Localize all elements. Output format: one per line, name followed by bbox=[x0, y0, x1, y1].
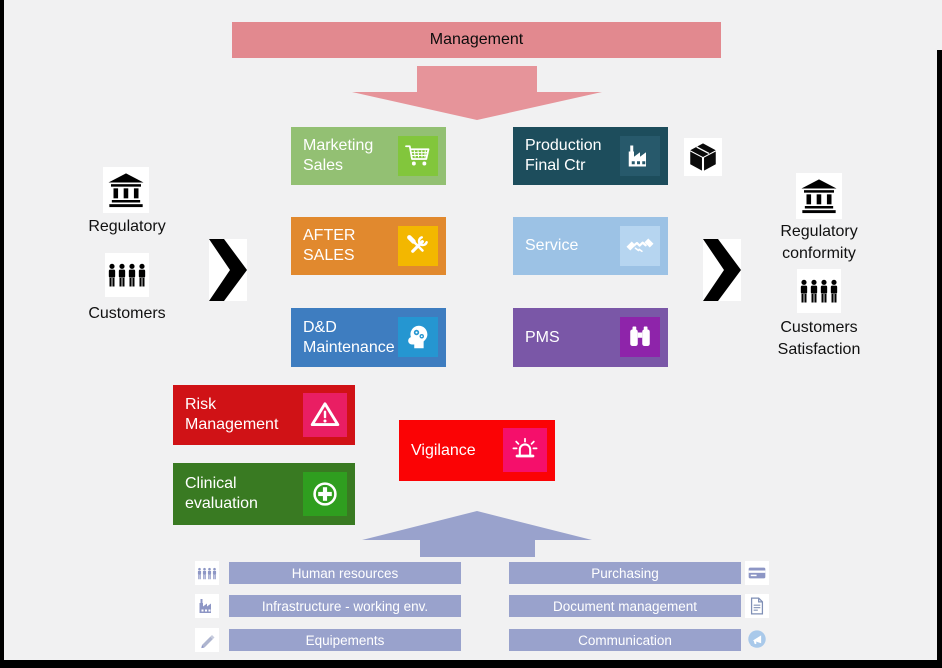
frame-right bbox=[937, 50, 942, 668]
production-icon-tile bbox=[620, 136, 660, 176]
package-icon-tile bbox=[684, 138, 722, 176]
purchasing-icon-tile bbox=[745, 561, 769, 585]
people-icon bbox=[108, 263, 146, 287]
medical-plus-icon bbox=[313, 482, 337, 506]
communication-icon-tile bbox=[746, 629, 768, 651]
vigilance-icon-tile bbox=[503, 428, 547, 472]
document-management-bar: Document management bbox=[509, 595, 741, 617]
package-icon bbox=[690, 143, 716, 171]
bank-icon bbox=[801, 179, 837, 214]
dd-maintenance-label: D&D Maintenance bbox=[303, 318, 395, 356]
equipements-icon-tile bbox=[195, 628, 219, 652]
people-icon bbox=[197, 567, 217, 579]
infrastructure-icon-tile bbox=[195, 594, 219, 618]
regulatory-input-label: Regulatory bbox=[88, 218, 166, 235]
clinical-evaluation-label: Clinical evaluation bbox=[185, 475, 258, 512]
marketing-sales-box: Marketing Sales bbox=[291, 127, 446, 185]
document-icon-tile bbox=[745, 594, 769, 618]
pms-icon-tile bbox=[620, 317, 660, 357]
customers-satisfaction-label: Customers Satisfaction bbox=[777, 319, 861, 358]
customers-input-icon-tile bbox=[105, 253, 149, 297]
document-icon bbox=[750, 597, 764, 615]
vigilance-label: Vigilance bbox=[411, 441, 476, 459]
head-gears-icon bbox=[408, 325, 428, 349]
equipements-label: Equipements bbox=[305, 632, 385, 648]
clinical-icon-tile bbox=[303, 472, 347, 516]
human-resources-bar: Human resources bbox=[229, 562, 461, 584]
shopping-cart-icon bbox=[405, 145, 430, 166]
service-label: Service bbox=[525, 237, 579, 255]
pencil-icon bbox=[201, 635, 215, 649]
vigilance-box: Vigilance bbox=[399, 420, 555, 481]
customers-output-icon-tile bbox=[797, 269, 841, 313]
factory-icon bbox=[199, 599, 211, 613]
service-icon-tile bbox=[620, 226, 660, 266]
frame-bottom bbox=[0, 660, 942, 668]
credit-card-icon bbox=[748, 567, 766, 579]
chevron-right-icon bbox=[703, 239, 741, 301]
clinical-evaluation-box: Clinical evaluation bbox=[173, 463, 355, 525]
management-banner: Management bbox=[232, 22, 721, 58]
handshake-icon bbox=[626, 238, 654, 253]
purchasing-label: Purchasing bbox=[591, 565, 659, 581]
dd-maintenance-box: D&D Maintenance bbox=[291, 308, 446, 367]
marketing-sales-label: Marketing Sales bbox=[303, 137, 374, 174]
risk-management-label: Risk Management bbox=[185, 396, 279, 433]
regulatory-output-icon-tile bbox=[796, 173, 842, 219]
bank-icon bbox=[108, 173, 144, 208]
frame-left bbox=[0, 0, 4, 668]
infrastructure-label: Infrastructure - working env. bbox=[261, 598, 429, 614]
equipements-bar: Equipements bbox=[229, 629, 461, 651]
service-box: Service bbox=[513, 217, 668, 275]
regulatory-input-icon-tile bbox=[103, 167, 149, 213]
production-label: Production Final Ctr bbox=[525, 137, 602, 174]
down-arrow-icon bbox=[352, 66, 602, 120]
warning-triangle-icon bbox=[310, 402, 340, 427]
customers-input-label: Customers bbox=[88, 305, 166, 322]
siren-icon bbox=[512, 437, 538, 458]
risk-management-box: Risk Management bbox=[173, 385, 355, 445]
megaphone-icon bbox=[748, 630, 766, 648]
communication-bar: Communication bbox=[509, 629, 741, 651]
pms-label: PMS bbox=[525, 328, 560, 346]
chevron-right-icon bbox=[209, 239, 247, 301]
dd-maintenance-icon-tile bbox=[398, 317, 438, 357]
binoculars-icon bbox=[630, 326, 650, 346]
production-box: Production Final Ctr bbox=[513, 127, 668, 185]
purchasing-bar: Purchasing bbox=[509, 562, 741, 584]
communication-label: Communication bbox=[578, 632, 672, 648]
regulatory-conformity-label: Regulatory conformity bbox=[780, 223, 858, 262]
after-sales-box: AFTER SALES bbox=[291, 217, 446, 275]
marketing-icon-tile bbox=[398, 136, 438, 176]
tools-icon bbox=[407, 235, 428, 253]
infrastructure-bar: Infrastructure - working env. bbox=[229, 595, 461, 617]
hr-icon-tile bbox=[195, 561, 219, 585]
document-management-label: Document management bbox=[552, 598, 698, 614]
management-label: Management bbox=[429, 31, 524, 48]
risk-icon-tile bbox=[303, 393, 347, 437]
up-arrow-icon bbox=[362, 511, 592, 557]
people-icon bbox=[800, 279, 838, 303]
after-sales-icon-tile bbox=[398, 226, 438, 266]
factory-icon bbox=[628, 145, 646, 167]
after-sales-label: AFTER SALES bbox=[303, 227, 356, 264]
pms-box: PMS bbox=[513, 308, 668, 367]
human-resources-label: Human resources bbox=[291, 565, 399, 581]
